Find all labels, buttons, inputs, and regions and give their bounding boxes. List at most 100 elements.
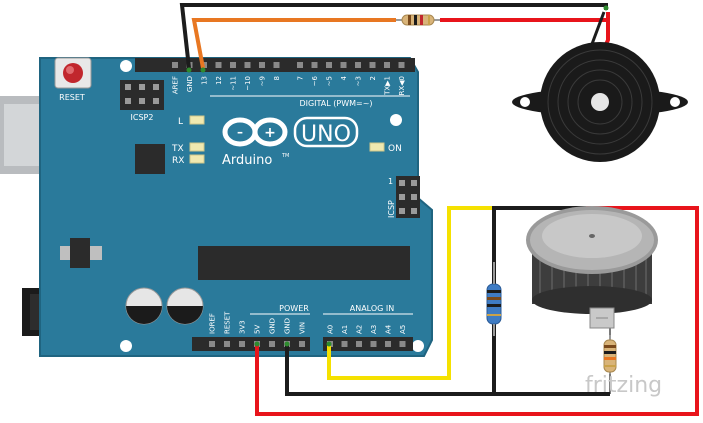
pin-label: 3V3 bbox=[239, 320, 247, 334]
resistor-buzzer bbox=[396, 14, 440, 26]
wire-junction bbox=[186, 67, 192, 73]
pin-label: A0 bbox=[327, 325, 335, 334]
analog-in-label: ANALOG IN bbox=[350, 304, 395, 313]
led-rx-label: RX bbox=[172, 156, 184, 166]
analog-header bbox=[323, 337, 413, 351]
pin-label: ~6 bbox=[311, 75, 319, 86]
power-label: POWER bbox=[279, 304, 309, 313]
pin-hole bbox=[230, 62, 236, 68]
pin-hole bbox=[297, 62, 303, 68]
pin-label: ~3 bbox=[355, 76, 363, 86]
atmega-microcontroller bbox=[198, 246, 410, 280]
icsp2-label: ICSP2 bbox=[131, 113, 154, 122]
pin-label: IOREF bbox=[209, 313, 217, 334]
led-l-label: L bbox=[178, 117, 183, 127]
led-tx-label: TX bbox=[171, 144, 184, 154]
reset-button[interactable] bbox=[54, 57, 92, 89]
pin-hole bbox=[259, 62, 265, 68]
pin-hole bbox=[356, 341, 362, 347]
pin-hole bbox=[244, 62, 251, 68]
capacitor bbox=[166, 287, 204, 325]
wire-yellow-a0 bbox=[327, 206, 492, 380]
mounting-hole bbox=[120, 60, 132, 72]
pin-hole bbox=[215, 62, 222, 68]
usb-chip bbox=[135, 144, 165, 174]
icsp-pin1-label: 1 bbox=[388, 177, 393, 186]
pin-hole bbox=[355, 62, 361, 68]
pin-label: A5 bbox=[399, 325, 407, 334]
brand-label: Arduino bbox=[222, 153, 272, 168]
pin-hole bbox=[341, 341, 348, 347]
wire-junction bbox=[254, 341, 260, 347]
wire-orange-pin13 bbox=[191, 18, 396, 69]
fritzing-watermark: fritzing bbox=[585, 373, 662, 398]
wire-junction bbox=[284, 341, 290, 347]
arduino-logo: – + UNO Arduino TM bbox=[222, 116, 359, 168]
model-label: UNO bbox=[301, 122, 351, 147]
pin-label: 2 bbox=[369, 76, 377, 80]
pin-label: VIN bbox=[299, 322, 307, 334]
brand-tm: TM bbox=[281, 153, 289, 159]
pin-label: GND bbox=[284, 318, 292, 334]
pin-label: ~10 bbox=[244, 76, 252, 91]
pin-hole bbox=[385, 341, 391, 347]
pcb bbox=[40, 58, 432, 356]
pin-hole bbox=[326, 62, 332, 68]
pin-label: GND bbox=[186, 76, 194, 92]
led-l bbox=[189, 115, 205, 125]
pin-label: A1 bbox=[341, 325, 349, 334]
pin-label: A3 bbox=[370, 325, 378, 334]
resistor-pulldown bbox=[486, 262, 502, 336]
mounting-hole bbox=[390, 114, 402, 126]
mounting-hole bbox=[412, 340, 424, 352]
pin-label: 13 bbox=[201, 76, 209, 85]
pin-label: ~9 bbox=[259, 76, 267, 86]
pin-hole bbox=[172, 62, 178, 68]
knock-sensor bbox=[525, 206, 658, 329]
led-rx bbox=[189, 154, 205, 164]
pin-label: TX▶1 bbox=[384, 76, 392, 96]
pin-hole bbox=[311, 62, 318, 68]
pin-hole bbox=[299, 341, 305, 347]
icsp2-header bbox=[120, 80, 164, 110]
pin-label: RESET bbox=[224, 311, 232, 334]
pin-hole bbox=[269, 341, 275, 347]
wire-buzzer-gnd bbox=[590, 11, 606, 45]
svg-text:+: + bbox=[264, 125, 276, 141]
pin-hole bbox=[224, 341, 230, 347]
pin-label: 4 bbox=[340, 75, 348, 80]
pin-hole bbox=[369, 62, 376, 68]
pin-label: ~11 bbox=[230, 76, 238, 91]
pin-label: A4 bbox=[385, 324, 393, 334]
wire-junction bbox=[326, 341, 332, 347]
pin-hole bbox=[239, 341, 245, 347]
led-on bbox=[369, 142, 385, 152]
pin-label: 7 bbox=[297, 76, 305, 80]
on-label: ON bbox=[388, 144, 402, 154]
infinity-icon bbox=[222, 117, 288, 147]
pin-label: ~5 bbox=[326, 76, 334, 86]
piezo-buzzer bbox=[512, 42, 688, 162]
power-header bbox=[192, 337, 310, 351]
pin-hole bbox=[209, 341, 215, 347]
pin-hole bbox=[399, 341, 406, 347]
pin-hole bbox=[370, 341, 377, 347]
digital-header bbox=[135, 58, 415, 72]
icsp-label: ICSP bbox=[387, 200, 396, 218]
capacitor bbox=[125, 287, 163, 325]
wire-junction bbox=[603, 5, 609, 11]
pin-label: RX◀0 bbox=[398, 76, 406, 96]
svg-text:–: – bbox=[237, 125, 243, 139]
mounting-hole bbox=[120, 340, 132, 352]
digital-label: DIGITAL (PWM=~) bbox=[299, 99, 372, 108]
resistor-sensor bbox=[603, 335, 617, 374]
icsp-header bbox=[396, 176, 420, 218]
led-tx bbox=[189, 142, 205, 152]
pin-hole bbox=[340, 62, 347, 68]
